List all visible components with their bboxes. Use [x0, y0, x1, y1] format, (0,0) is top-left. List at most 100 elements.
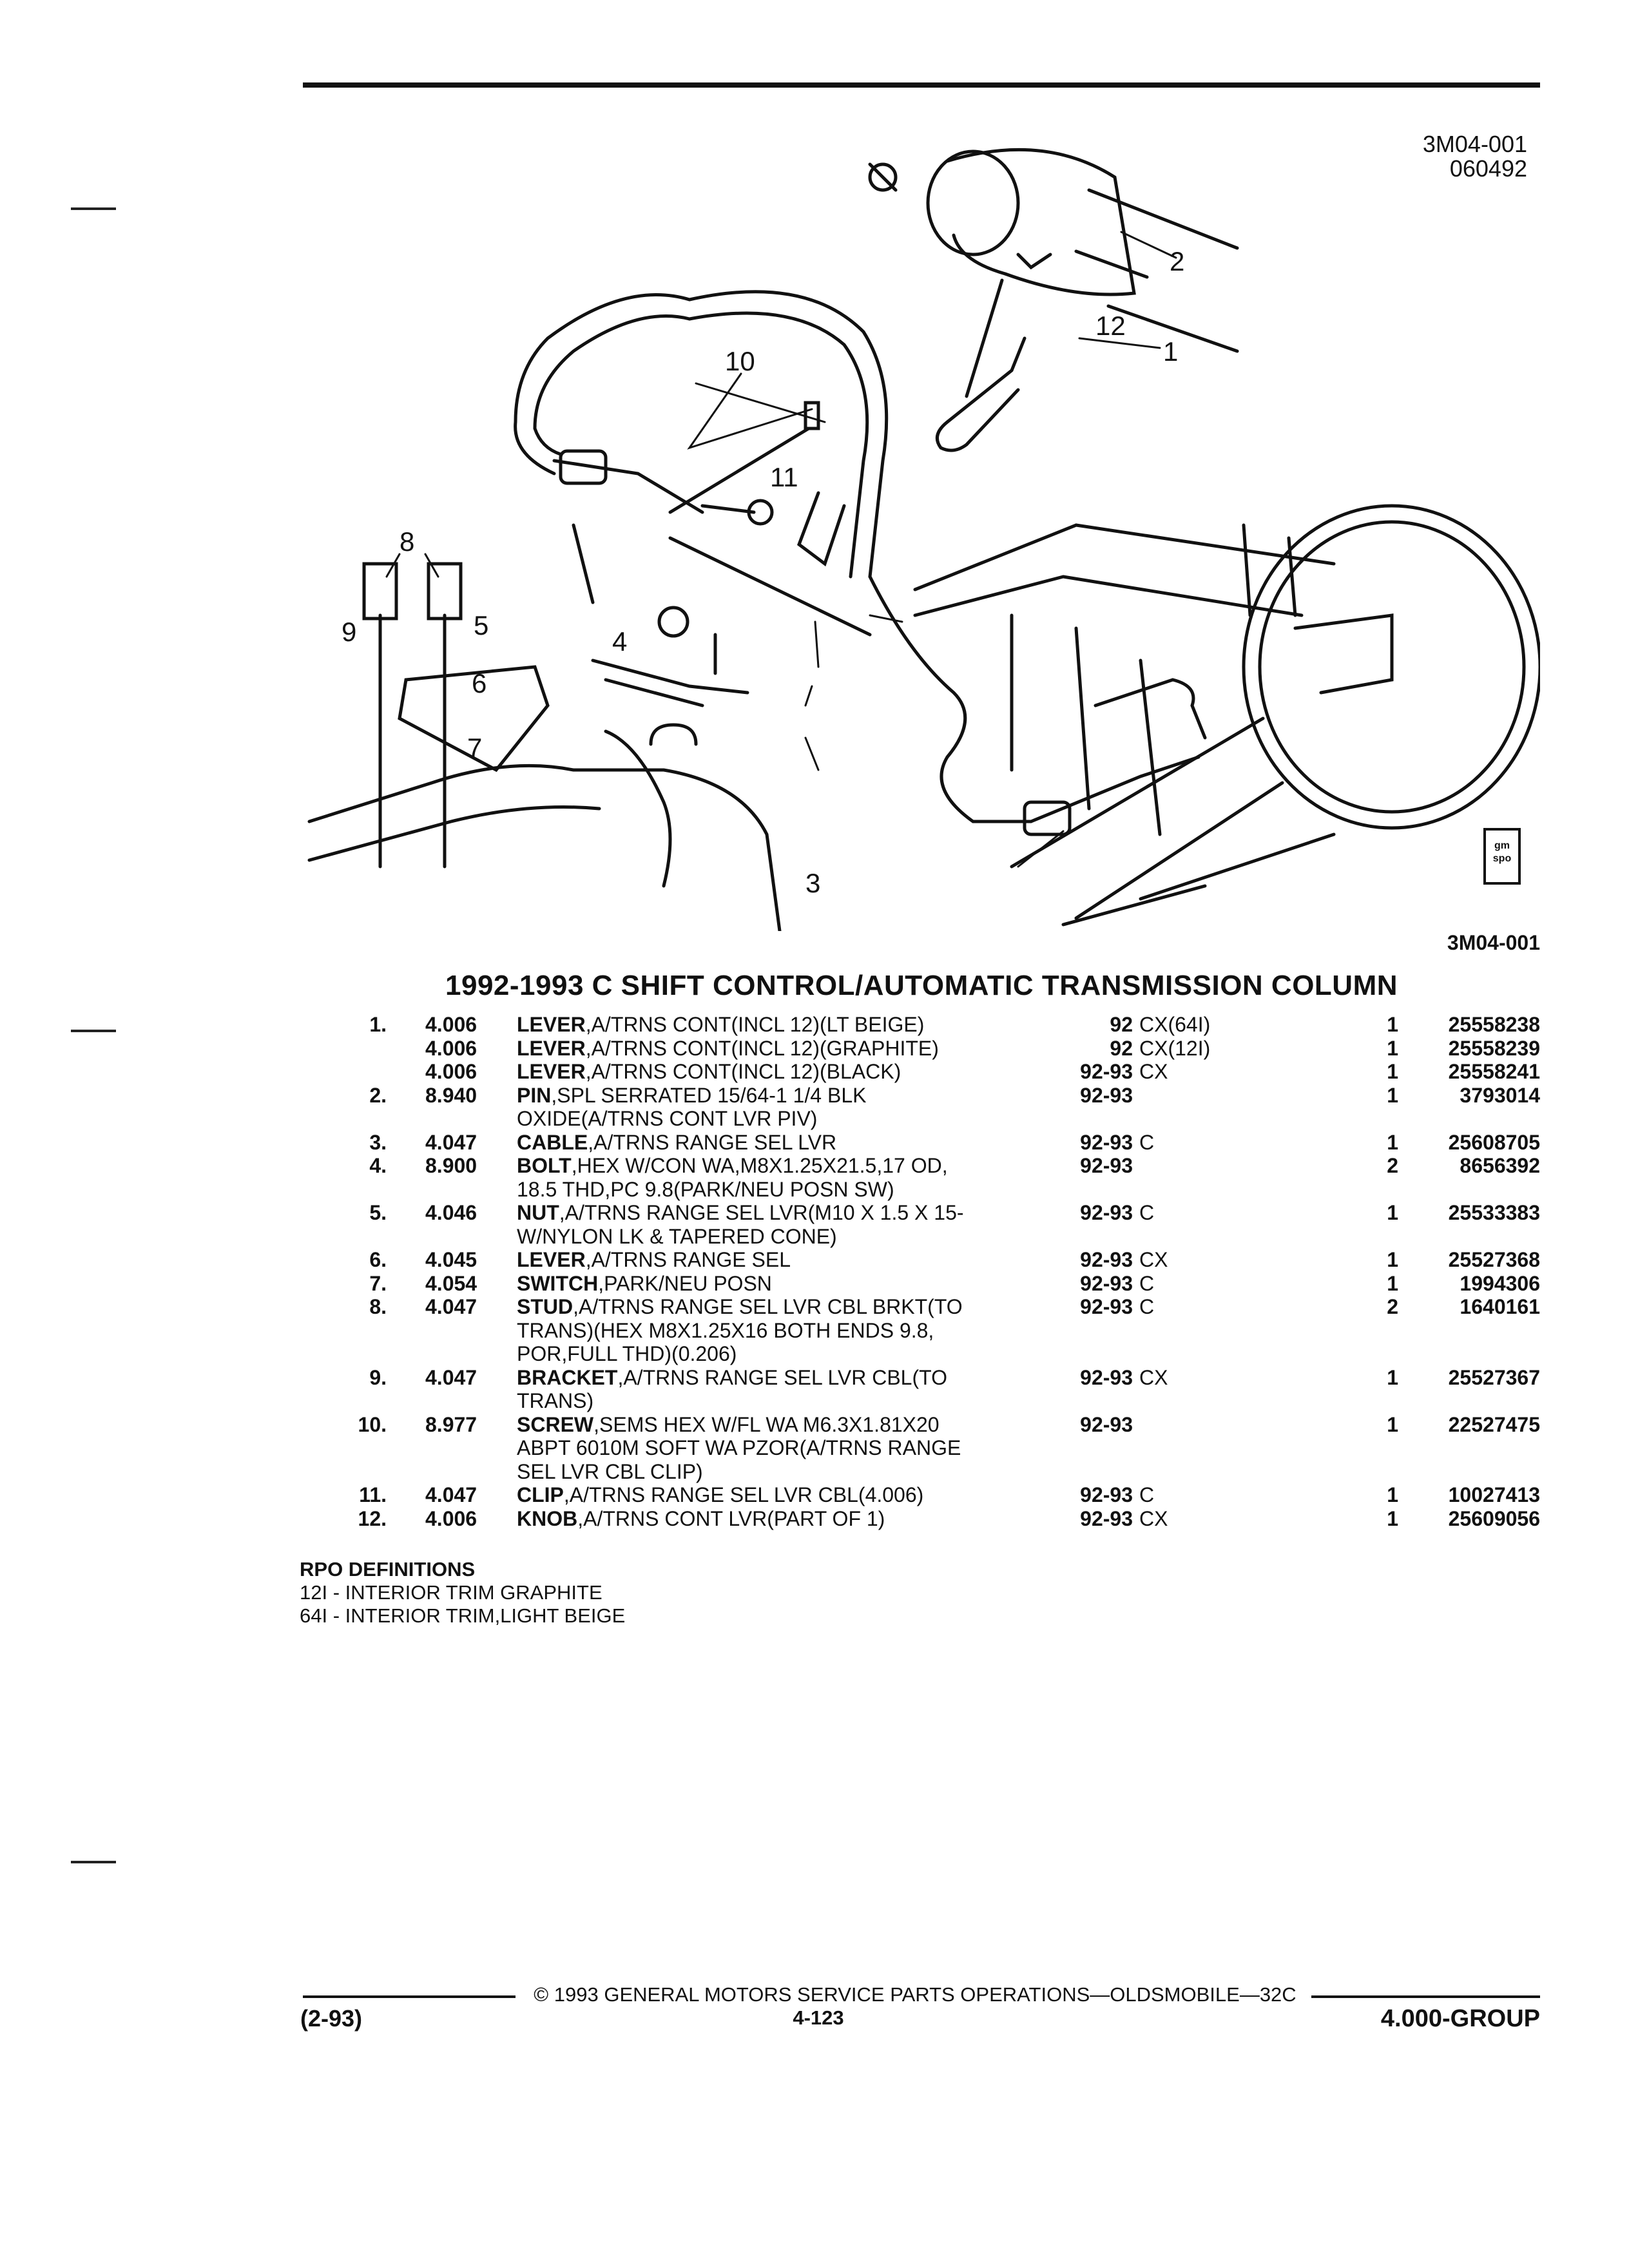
- figure-code: 3M04-001: [1422, 131, 1527, 157]
- part-group: 4.006: [425, 1013, 477, 1036]
- part-num: 11.: [359, 1483, 387, 1506]
- part-model: C: [1139, 1271, 1155, 1295]
- callout-2: 2: [1170, 246, 1184, 276]
- part-qty: 2: [1387, 1154, 1398, 1177]
- part-description-text: SEL LVR CBL CLIP): [517, 1459, 703, 1483]
- figure-date: 060492: [1449, 155, 1527, 182]
- part-name: BRACKET: [517, 1365, 618, 1389]
- part-years: 92-93: [1080, 1060, 1133, 1083]
- callout-8: 8: [400, 526, 414, 557]
- part-qty: 1: [1387, 1483, 1398, 1506]
- part-part: 25527367: [1448, 1365, 1540, 1389]
- part-years: 92-93: [1080, 1483, 1133, 1506]
- footer-rule-right: [1311, 1995, 1540, 1998]
- part-group: 8.900: [425, 1154, 477, 1177]
- part-part: 25609056: [1448, 1506, 1540, 1530]
- rpo-heading: RPO DEFINITIONS: [300, 1558, 476, 1581]
- part-num: 1.: [369, 1013, 387, 1036]
- figure-code-top: 3M04-001 060492: [1373, 132, 1527, 181]
- part-description: BOLT,HEX W/CON WA,M8X1.25X21.5,17 OD,: [517, 1154, 1097, 1178]
- part-row: POR,FULL THD)(0.206): [322, 1342, 1540, 1366]
- part-model: CX: [1139, 1365, 1168, 1389]
- part-description-text: ,SEMS HEX W/FL WA M6.3X1.81X20: [593, 1412, 940, 1436]
- parts-list: 1. 4.006 LEVER,A/TRNS CONT(INCL 12)(LT BEI…: [322, 1013, 1540, 1530]
- part-part: 1640161: [1460, 1295, 1540, 1318]
- part-name: PIN: [517, 1083, 552, 1107]
- part-description: SEL LVR CBL CLIP): [517, 1460, 1097, 1484]
- part-qty: 1: [1387, 1271, 1398, 1295]
- rpo-definitions: RPO DEFINITIONS 12I - INTERIOR TRIM GRAP…: [300, 1558, 625, 1628]
- callout-3: 3: [805, 868, 820, 898]
- part-description-text: ,A/TRNS CONT(INCL 12)(LT BEIGE): [585, 1013, 925, 1036]
- part-qty: 1: [1387, 1060, 1398, 1083]
- part-row: SEL LVR CBL CLIP): [322, 1460, 1540, 1484]
- part-part: 3793014: [1460, 1083, 1540, 1107]
- part-part: 25558241: [1448, 1060, 1540, 1083]
- part-group: 4.006: [425, 1506, 477, 1530]
- part-name: BOLT: [517, 1154, 572, 1177]
- part-description: PIN,SPL SERRATED 15/64-1 1/4 BLK: [517, 1084, 1097, 1108]
- callout-leaders: [385, 231, 1177, 868]
- part-part: 25558238: [1448, 1013, 1540, 1036]
- lever-knob-assembly: [868, 148, 1239, 452]
- part-description-text: ,PARK/NEU POSN: [598, 1271, 772, 1295]
- rpo-item: 12I - INTERIOR TRIM GRAPHITE: [300, 1581, 602, 1604]
- part-row: TRANS)(HEX M8X1.25X16 BOTH ENDS 9.8,: [322, 1319, 1540, 1343]
- part-description-text: OXIDE(A/TRNS CONT LVR PIV): [517, 1107, 818, 1130]
- part-model: CX: [1139, 1506, 1168, 1530]
- part-model: CX: [1139, 1060, 1168, 1083]
- part-description-text: ,A/TRNS RANGE SEL LVR CBL BRKT(TO: [573, 1295, 963, 1318]
- part-model: C: [1139, 1201, 1155, 1224]
- part-qty: 1: [1387, 1130, 1398, 1154]
- footer-date: (2-93): [300, 2005, 363, 2032]
- part-qty: 1: [1387, 1506, 1398, 1530]
- part-group: 4.047: [425, 1295, 477, 1318]
- part-name: NUT: [517, 1201, 559, 1224]
- part-qty: 1: [1387, 1248, 1398, 1271]
- part-qty: 1: [1387, 1201, 1398, 1224]
- part-description: TRANS)(HEX M8X1.25X16 BOTH ENDS 9.8,: [517, 1319, 1097, 1343]
- callout-5: 5: [474, 610, 488, 640]
- part-description-text: ,A/TRNS CONT(INCL 12)(BLACK): [585, 1060, 901, 1083]
- part-row: ABPT 6010M SOFT WA PZOR(A/TRNS RANGE: [322, 1436, 1540, 1460]
- callout-10: 10: [725, 346, 755, 376]
- part-name: CABLE: [517, 1130, 588, 1154]
- callout-4: 4: [612, 626, 627, 657]
- part-qty: 2: [1387, 1295, 1398, 1318]
- part-description-text: ,SPL SERRATED 15/64-1 1/4 BLK: [551, 1083, 867, 1107]
- part-description: LEVER,A/TRNS CONT(INCL 12)(LT BEIGE): [517, 1013, 1097, 1037]
- part-row: W/NYLON LK & TAPERED CONE): [322, 1225, 1540, 1249]
- part-num: 9.: [369, 1365, 387, 1389]
- top-rule: [303, 82, 1540, 88]
- part-description: STUD,A/TRNS RANGE SEL LVR CBL BRKT(TO: [517, 1295, 1097, 1319]
- scan-mark: [71, 207, 116, 210]
- part-model: C: [1139, 1295, 1155, 1318]
- part-description-text: W/NYLON LK & TAPERED CONE): [517, 1224, 837, 1248]
- part-description-text: ,A/TRNS RANGE SEL LVR: [588, 1130, 837, 1154]
- part-description-text: ,A/TRNS CONT(INCL 12)(GRAPHITE): [585, 1036, 939, 1060]
- part-name: STUD: [517, 1295, 574, 1318]
- part-description: CLIP,A/TRNS RANGE SEL LVR CBL(4.006): [517, 1483, 1097, 1507]
- part-description-text: ,A/TRNS RANGE SEL LVR CBL(4.006): [563, 1483, 924, 1506]
- part-years: 92-93: [1080, 1412, 1133, 1436]
- callout-numbers: 2 12 1 10 11 8 9 5 4 6 7 3: [342, 246, 1184, 898]
- part-part: 22527475: [1448, 1412, 1540, 1436]
- range-selector-cable: [514, 290, 1200, 836]
- part-description-text: POR,FULL THD)(0.206): [517, 1342, 737, 1365]
- part-qty: 1: [1387, 1365, 1398, 1389]
- part-part: 25558239: [1448, 1036, 1540, 1060]
- part-years: 92-93: [1080, 1154, 1133, 1177]
- shift-control-diagram: 2 12 1 10 11 8 9 5 4 6 7 3: [307, 148, 1540, 931]
- part-description-text: ,A/TRNS CONT LVR(PART OF 1): [577, 1506, 885, 1530]
- part-group: 4.047: [425, 1365, 477, 1389]
- part-group: 4.045: [425, 1248, 477, 1271]
- part-description-text: TRANS)(HEX M8X1.25X16 BOTH ENDS 9.8,: [517, 1318, 934, 1342]
- part-qty: 1: [1387, 1036, 1398, 1060]
- scan-mark: [71, 1861, 116, 1863]
